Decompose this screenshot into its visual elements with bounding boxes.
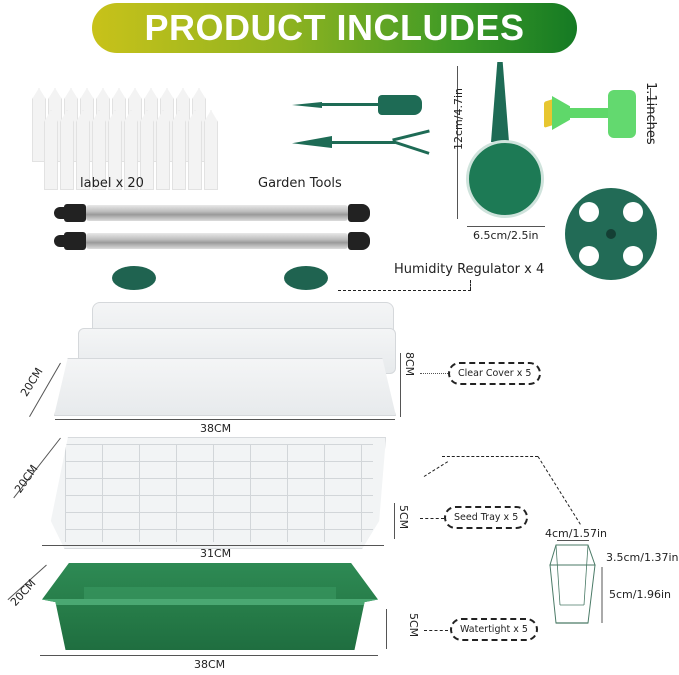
seed-tray-length-label: 31CM bbox=[200, 547, 232, 560]
humidity-regulator-large bbox=[565, 188, 657, 280]
cover-length-label: 38CM bbox=[200, 422, 232, 435]
humidity-regulator-caption: Humidity Regulator x 4 bbox=[394, 262, 545, 277]
watertight-leader-line bbox=[424, 630, 448, 631]
cover-length-line bbox=[55, 419, 395, 420]
seed-tray-height-line bbox=[394, 503, 395, 539]
cell-top-line bbox=[557, 540, 589, 541]
seed-tray-image bbox=[50, 437, 386, 549]
product-includes-banner: PRODUCT INCLUDES bbox=[92, 3, 577, 53]
led-grow-light-1 bbox=[52, 203, 372, 223]
cell-connector-1 bbox=[423, 461, 449, 477]
humidity-leader-line bbox=[338, 290, 471, 291]
banner-title: PRODUCT INCLUDES bbox=[144, 7, 525, 48]
seeder-height-label: 12cm/4.7in bbox=[452, 88, 465, 150]
humidity-leader-tick bbox=[470, 280, 471, 290]
seeder-image bbox=[466, 62, 546, 222]
spray-cap-height-line bbox=[650, 88, 651, 142]
labels-caption: label x 20 bbox=[80, 176, 144, 191]
seeder-width-label: 6.5cm/2.5in bbox=[473, 229, 539, 242]
watertight-height-line bbox=[386, 609, 387, 649]
cover-height-line bbox=[400, 353, 401, 417]
watertight-depth-label: 20CM bbox=[8, 576, 39, 609]
watertight-height-label: 5CM bbox=[407, 613, 420, 638]
spray-cap-height-label: 1.1inches bbox=[643, 82, 658, 145]
cell-connector-3 bbox=[537, 456, 581, 525]
cover-height-label: 8CM bbox=[403, 352, 416, 377]
humidity-regulator-small-2 bbox=[284, 266, 328, 290]
garden-tools-image bbox=[292, 92, 432, 162]
cell-connector-2 bbox=[442, 456, 538, 457]
watertight-length-label: 38CM bbox=[194, 658, 226, 671]
seed-tray-length-line bbox=[42, 545, 384, 546]
humidity-regulator-small-1 bbox=[112, 266, 156, 290]
seed-tray-leader-line bbox=[420, 518, 444, 519]
cell-height-label: 5cm/1.96in bbox=[609, 588, 671, 601]
clear-cover-tag: Clear Cover x 5 bbox=[448, 362, 542, 385]
cell-side-label: 3.5cm/1.37in bbox=[606, 551, 679, 564]
led-grow-light-2 bbox=[52, 231, 372, 251]
cover-leader-line bbox=[420, 373, 448, 374]
plant-labels-image bbox=[32, 88, 218, 190]
spray-cap-image bbox=[544, 86, 644, 142]
watertight-tray-image bbox=[42, 563, 378, 650]
cell-top-label: 4cm/1.57in bbox=[545, 527, 607, 540]
garden-tools-caption: Garden Tools bbox=[258, 176, 342, 191]
clear-cover-image bbox=[50, 300, 396, 416]
seed-tray-height-label: 5CM bbox=[397, 505, 410, 530]
watertight-tag: Watertight x 5 bbox=[450, 618, 538, 641]
watertight-length-line bbox=[40, 655, 378, 656]
seed-tray-depth-label: 20CM bbox=[12, 462, 41, 496]
seeder-width-line bbox=[467, 226, 545, 227]
seeder-height-line bbox=[457, 66, 458, 219]
seed-tray-tag: Seed Tray x 5 bbox=[444, 506, 529, 529]
seed-cell-wireframe bbox=[549, 544, 603, 624]
